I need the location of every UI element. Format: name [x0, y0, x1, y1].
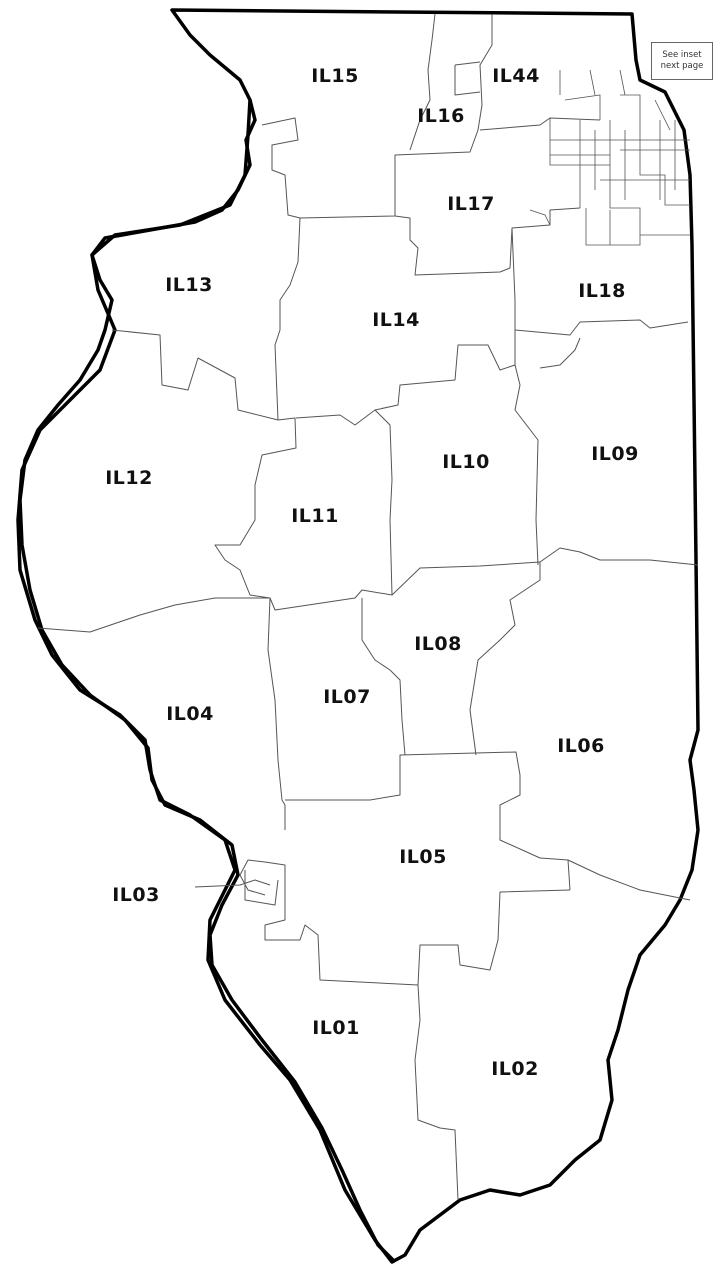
district-label-il01: IL01 — [312, 1017, 360, 1039]
district-label-il03: IL03 — [112, 884, 160, 906]
district-label-il04: IL04 — [166, 703, 214, 725]
district-label-il17: IL17 — [447, 193, 495, 215]
district-label-il14: IL14 — [372, 309, 420, 331]
district-label-il05: IL05 — [399, 846, 447, 868]
district-label-il07: IL07 — [323, 686, 371, 708]
district-label-il09: IL09 — [591, 443, 639, 465]
state-outline — [16, 8, 700, 1264]
inset-note-line2: next page — [660, 61, 704, 71]
district-label-il18: IL18 — [578, 280, 626, 302]
district-label-il08: IL08 — [414, 633, 462, 655]
district-label-il02: IL02 — [491, 1058, 539, 1080]
river-boundary — [18, 99, 397, 1264]
district-label-il15: IL15 — [311, 65, 359, 87]
district-label-il44: IL44 — [492, 65, 540, 87]
inset-note-line1: See inset — [662, 50, 702, 60]
district-label-il12: IL12 — [105, 467, 153, 489]
district-boundaries — [37, 13, 699, 1201]
chicago-area-districts — [529, 69, 690, 246]
district-label-il06: IL06 — [557, 735, 605, 757]
inset-note-box: See inset next page — [651, 42, 713, 80]
district-label-il13: IL13 — [165, 274, 213, 296]
district-label-il10: IL10 — [442, 451, 490, 473]
district-label-il16: IL16 — [417, 105, 465, 127]
district-label-il11: IL11 — [291, 505, 339, 527]
